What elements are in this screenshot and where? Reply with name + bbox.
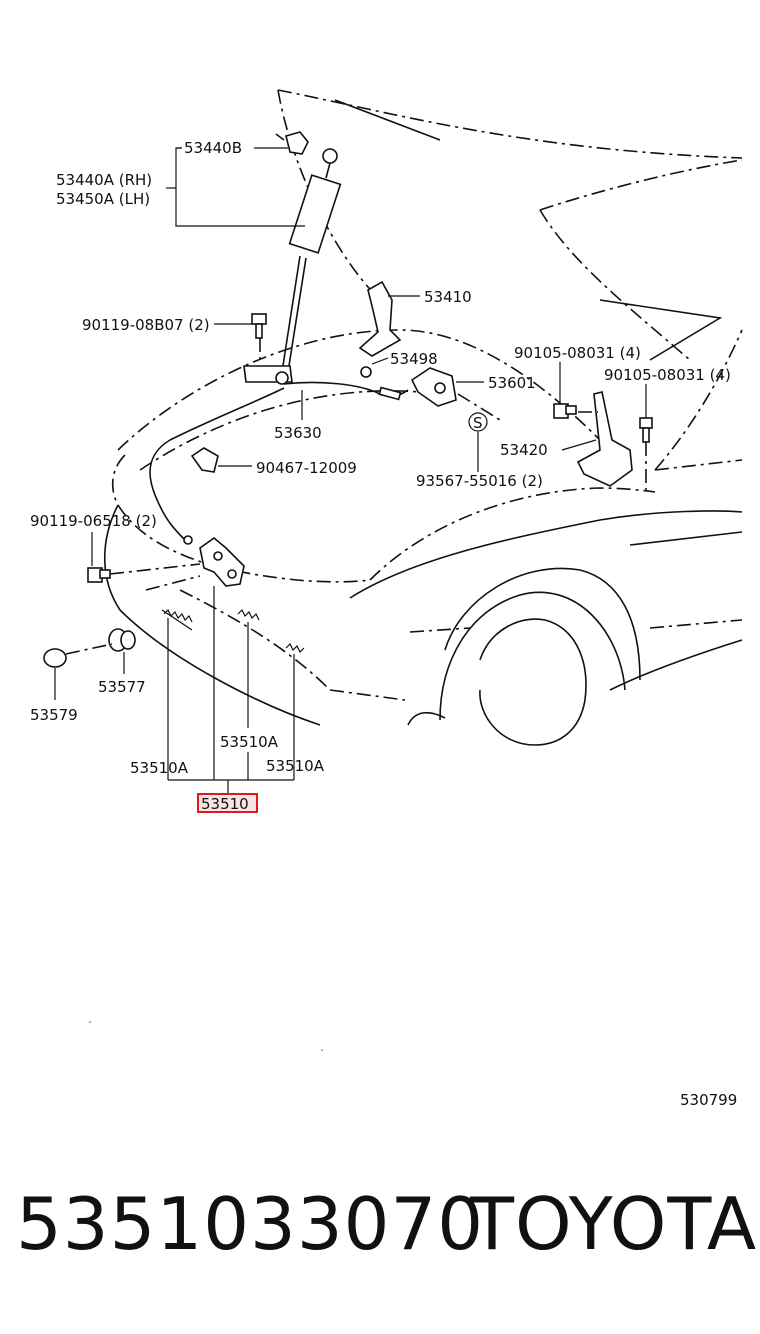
- label-90119-08b07: 90119-08B07 (2): [82, 316, 210, 334]
- label-53577: 53577: [98, 678, 146, 696]
- bolt-90105-08031-b: [639, 417, 653, 443]
- vehicle-outline: [103, 89, 743, 746]
- label-53410: 53410: [424, 288, 472, 306]
- spring-53510a-mid: [237, 608, 260, 621]
- label-53450a: 53450A (LH): [56, 190, 150, 208]
- label-53498: 53498: [390, 350, 438, 368]
- brand-name: TOYOTA: [470, 1182, 758, 1266]
- release-cable-53630: [149, 381, 409, 545]
- hood-hinge-53420: [576, 391, 633, 487]
- clip-90467-12009: [190, 447, 219, 473]
- part-number: 5351033070: [16, 1182, 485, 1266]
- bolt-90119-08b07: [251, 313, 267, 339]
- highlight-53510: 53510: [197, 793, 258, 813]
- label-53510a-mid: 53510A: [220, 733, 279, 751]
- label-53440a: 53440A (RH): [56, 171, 152, 189]
- spring-53510a-right: [285, 642, 305, 654]
- label-53510a-left: 53510A: [130, 759, 189, 777]
- illustration-ref-code: 530799: [680, 1091, 737, 1109]
- callout-labels: 53440B 53440A (RH) 53450A (LH) 53410 901…: [30, 139, 731, 777]
- label-53630: 53630: [274, 424, 322, 442]
- hood-hinge-53410: [358, 280, 402, 357]
- bolt-53440b: [275, 131, 309, 155]
- label-53440b: 53440B: [184, 139, 242, 157]
- release-lever-53601: [410, 367, 457, 407]
- label-53510a-right: 53510A: [266, 757, 325, 775]
- hood-support-strut: [243, 148, 342, 385]
- cushion-53579: [43, 648, 67, 668]
- cushion-53498: [360, 366, 372, 378]
- label-90105-08031-a: 90105-08031 (4): [514, 344, 641, 362]
- label-53579: 53579: [30, 706, 78, 724]
- label-53420: 53420: [500, 441, 548, 459]
- label-90467-12009: 90467-12009: [256, 459, 357, 477]
- hood-lock-assembly: [199, 536, 245, 587]
- leader-lines: [54, 147, 647, 794]
- bolt-90105-08031-a: [553, 403, 577, 419]
- s-symbol-text: S: [473, 414, 483, 432]
- bumper-53577: [108, 628, 136, 652]
- standard-part-symbol: S: [468, 412, 488, 432]
- label-90105-08031-b: 90105-08031 (4): [604, 366, 731, 384]
- stray-dot: [89, 1021, 91, 1023]
- label-93567-55016: 93567-55016 (2): [416, 472, 543, 490]
- label-53510-highlight: 53510: [201, 795, 249, 813]
- spring-53510a-left: [161, 608, 193, 631]
- label-90119-06518: 90119-06518 (2): [30, 512, 157, 530]
- label-53601: 53601: [488, 374, 536, 392]
- stray-dot: [321, 1049, 323, 1051]
